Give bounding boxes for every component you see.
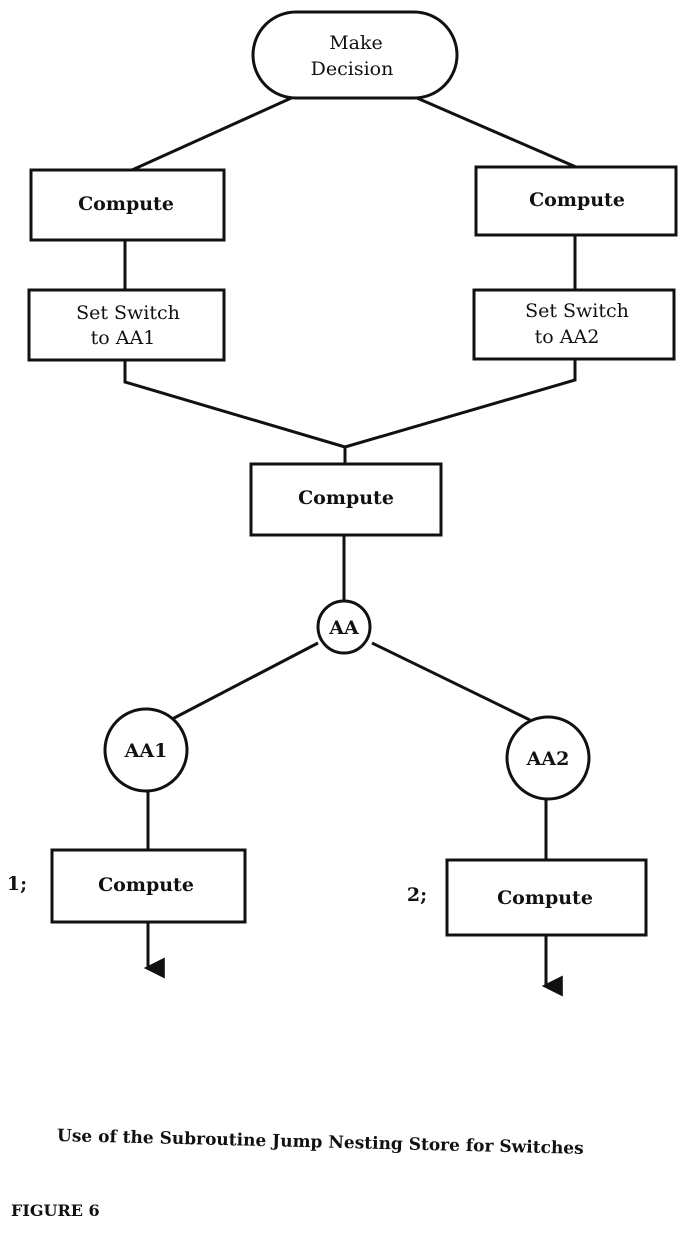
start-label-line2: Decision	[311, 58, 394, 80]
edge-start-to-right-compute	[409, 93, 577, 169]
bottom-left-compute-label: Compute	[98, 874, 194, 896]
start-label-line1: Make	[329, 32, 383, 54]
left-switch-label-line2: to AA1	[91, 327, 156, 349]
left-switch-box: Set Switch to AA1	[27, 288, 226, 362]
figure-label: FIGURE 6	[11, 1201, 100, 1220]
right-compute-label: Compute	[529, 189, 625, 211]
start-terminator: Make Decision	[251, 10, 459, 100]
right-compute-box: Compute	[474, 165, 678, 237]
bottom-right-compute-label: Compute	[497, 887, 593, 909]
connector-aa2: AA2	[505, 715, 591, 801]
entry-label-1: 1;	[7, 873, 27, 895]
edge-aa-to-aa2	[371, 641, 531, 722]
left-compute-box: Compute	[29, 168, 226, 242]
right-switch-box: Set Switch to AA2	[472, 288, 676, 361]
merge-compute-label: Compute	[298, 487, 394, 509]
bottom-right-compute-box: Compute	[445, 858, 648, 937]
connector-aa1: AA1	[103, 707, 189, 793]
left-switch-label-line1: Set Switch	[76, 302, 180, 324]
left-compute-label: Compute	[78, 193, 174, 215]
right-switch-label-line1: Set Switch	[525, 300, 629, 322]
edge-left-switch-to-merge	[123, 360, 346, 449]
connector-aa-label: AA	[328, 617, 359, 639]
right-switch-label-line2: to AA2	[535, 326, 600, 348]
edge-aa-to-aa1	[154, 641, 319, 730]
connector-aa: AA	[316, 599, 372, 655]
entry-label-2: 2;	[407, 884, 427, 906]
bottom-left-compute-box: Compute	[50, 848, 247, 924]
edge-start-to-left-compute	[131, 93, 299, 172]
connector-aa2-label: AA2	[526, 748, 570, 770]
edge-right-switch-to-merge	[344, 359, 577, 449]
connector-aa1-label: AA1	[124, 740, 168, 762]
merge-compute-box: Compute	[249, 462, 443, 537]
